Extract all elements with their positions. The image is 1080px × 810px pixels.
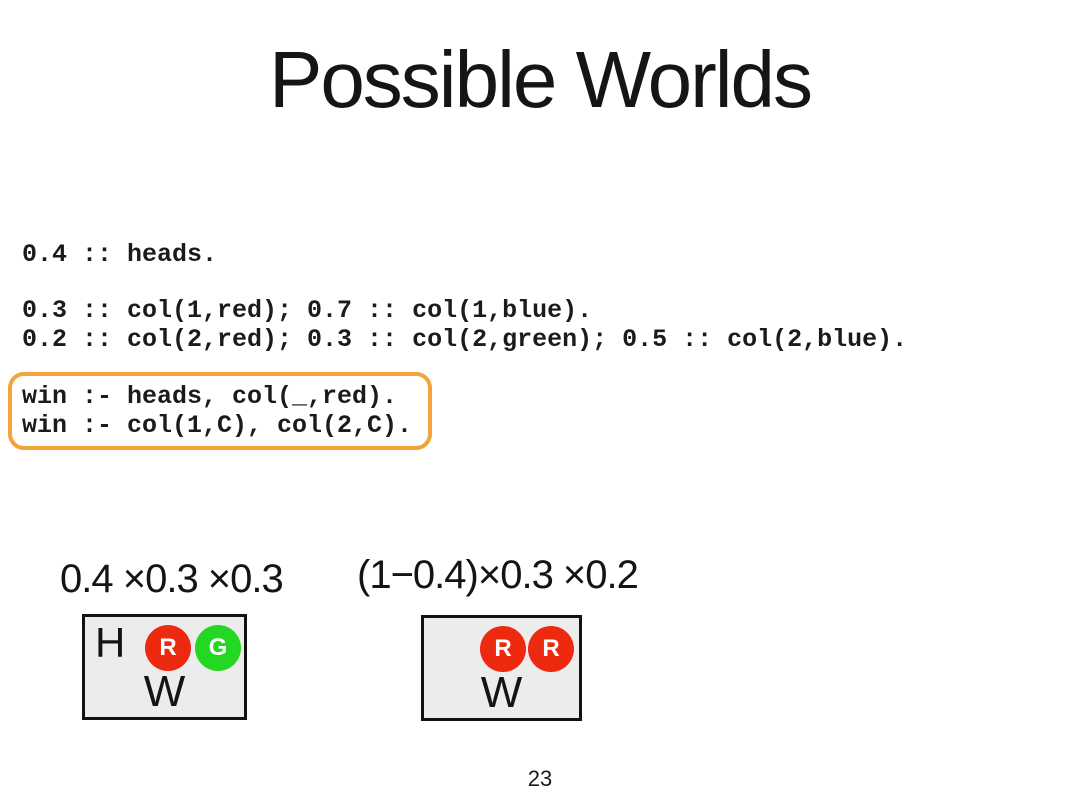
win-rule-2: win :- col(1,C), col(2,C).: [22, 411, 413, 440]
code-line-col1: 0.3 :: col(1,red); 0.7 :: col(1,blue).: [22, 296, 593, 325]
code-line-heads: 0.4 :: heads.: [22, 240, 218, 269]
world-left-probability-label: 0.4 ×0.3 ×0.3: [60, 557, 284, 601]
win-rules-highlight-box: win :- heads, col(_,red). win :- col(1,C…: [8, 372, 432, 450]
win-rule-1: win :- heads, col(_,red).: [22, 382, 398, 411]
page-number: 23: [527, 766, 553, 791]
green-ball: G: [195, 625, 241, 671]
win-marker: W: [480, 668, 523, 717]
world-right-box: R R W: [421, 615, 582, 721]
win-marker: W: [143, 667, 186, 716]
slide-title: Possible Worlds: [268, 35, 813, 124]
world-left-box: H R G W: [82, 614, 247, 720]
code-line-col2: 0.2 :: col(2,red); 0.3 :: col(2,green); …: [22, 325, 908, 354]
heads-marker: H: [95, 619, 126, 666]
world-right-probability-label: (1−0.4)×0.3 ×0.2: [357, 553, 639, 597]
red-ball: R: [145, 625, 191, 671]
red-ball: R: [528, 626, 574, 672]
red-ball: R: [480, 626, 526, 672]
